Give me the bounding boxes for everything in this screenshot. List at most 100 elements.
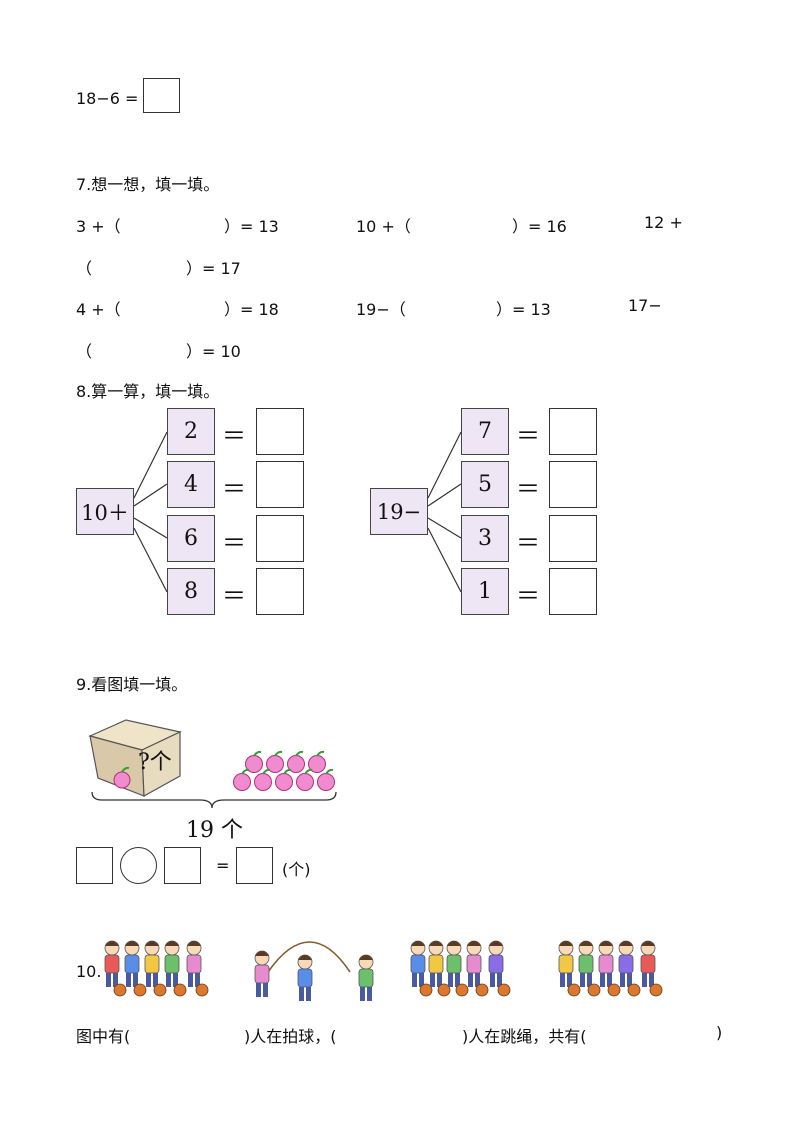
q7-l1-c: 12 +	[644, 213, 683, 232]
answer-box[interactable]	[164, 847, 201, 884]
children-jumping-rope-group	[254, 941, 374, 1001]
basketball-icon	[419, 983, 433, 997]
q7-l4-a: （	[76, 342, 93, 361]
equals-sign: ＝	[516, 475, 540, 503]
equals-sign: ＝	[222, 475, 246, 503]
answer-box[interactable]	[549, 515, 597, 562]
answer-box[interactable]	[549, 408, 597, 455]
basketball-icon	[567, 983, 581, 997]
basketball-icon	[173, 983, 187, 997]
right-item-box: 1	[461, 568, 509, 615]
q9-illustration	[88, 719, 337, 809]
answer-box[interactable]	[236, 847, 273, 884]
basketball-icon	[649, 983, 663, 997]
basketball-icon	[455, 983, 469, 997]
q7-l4-a-end: ）= 10	[186, 342, 241, 361]
left-item-box: 8	[167, 568, 215, 615]
child-icon	[358, 954, 374, 1001]
curly-brace	[91, 791, 337, 809]
child-icon	[640, 940, 656, 987]
q10-part3: )人在跳绳，共有(	[462, 1027, 587, 1046]
apple-icon	[287, 750, 305, 773]
child-icon	[488, 940, 504, 987]
basketball-icon	[195, 983, 209, 997]
q10-part2: )人在拍球，(	[244, 1027, 337, 1046]
answer-box[interactable]	[143, 78, 180, 113]
child-icon	[446, 940, 462, 987]
basketball-icon	[153, 983, 167, 997]
q10-number: 10.	[76, 962, 102, 981]
basketball-icon	[587, 983, 601, 997]
answer-box[interactable]	[256, 461, 304, 508]
child-icon	[124, 940, 140, 987]
apple-icon	[275, 768, 293, 791]
child-icon	[297, 954, 313, 1001]
apple-icon	[308, 750, 326, 773]
right-item-box: 5	[461, 461, 509, 508]
right-item-box: 3	[461, 515, 509, 562]
left-item-box: 4	[167, 461, 215, 508]
answer-box[interactable]	[256, 515, 304, 562]
q7-title: 7.想一想，填一填。	[76, 175, 220, 194]
equals-sign: ＝	[222, 422, 246, 450]
equation-18-minus-6: 18−6 =	[76, 89, 139, 108]
child-icon	[254, 950, 270, 997]
child-icon	[164, 940, 180, 987]
q7-l2-a-end: ）= 17	[186, 259, 241, 278]
answer-box[interactable]	[256, 568, 304, 615]
left-item-box: 6	[167, 515, 215, 562]
children-bouncing-balls-group-1	[104, 940, 209, 997]
children-bouncing-balls-group-2	[410, 940, 511, 997]
q10-illustration	[104, 940, 663, 1001]
apple-icon	[266, 750, 284, 773]
apples-group	[233, 750, 335, 791]
right-root-box: 19−	[370, 488, 428, 535]
apple-icon	[296, 768, 314, 791]
basketball-icon	[497, 983, 511, 997]
left-root-box: 10＋	[76, 488, 134, 535]
q7-l1-b: 10 +（	[356, 217, 411, 236]
right-item-box: 7	[461, 408, 509, 455]
basketball-icon	[113, 983, 127, 997]
equals-sign: ＝	[222, 582, 246, 610]
q7-l1-a: 3 +（	[76, 217, 121, 236]
operator-circle[interactable]	[120, 847, 157, 884]
basketball-icon	[627, 983, 641, 997]
equals-sign: ＝	[516, 529, 540, 557]
q8-title: 8.算一算，填一填。	[76, 382, 220, 401]
child-icon	[144, 940, 160, 987]
basketball-icon	[437, 983, 451, 997]
basketball-icon	[475, 983, 489, 997]
carton-box-icon	[88, 719, 182, 797]
q7-l3-a: 4 +（	[76, 300, 121, 319]
q10-part4: )	[716, 1023, 723, 1042]
basketball-icon	[607, 983, 621, 997]
jump-rope-icon	[267, 941, 351, 973]
answer-box[interactable]	[549, 568, 597, 615]
q9-title: 9.看图填一填。	[76, 675, 188, 694]
answer-box[interactable]	[256, 408, 304, 455]
child-icon	[186, 940, 202, 987]
child-icon	[558, 940, 574, 987]
equals-sign: ＝	[222, 529, 246, 557]
apple-icon	[317, 768, 335, 791]
answer-box[interactable]	[76, 847, 113, 884]
apple-icon	[113, 766, 131, 789]
child-icon	[466, 940, 482, 987]
apple-icon	[254, 768, 272, 791]
equals-sign: =	[216, 856, 230, 875]
total-label: 19 个	[186, 818, 243, 843]
apple-icon	[233, 768, 251, 791]
answer-box[interactable]	[549, 461, 597, 508]
q7-l3-b-end: ）= 13	[496, 300, 551, 319]
equals-sign: ＝	[516, 422, 540, 450]
child-icon	[428, 940, 444, 987]
q7-l3-c: 17−	[628, 296, 662, 315]
child-icon	[410, 940, 426, 987]
child-icon	[618, 940, 634, 987]
q7-l1-b-end: ）= 16	[512, 217, 567, 236]
q7-l1-a-end: ）= 13	[224, 217, 279, 236]
basketball-icon	[133, 983, 147, 997]
equals-sign: ＝	[516, 582, 540, 610]
